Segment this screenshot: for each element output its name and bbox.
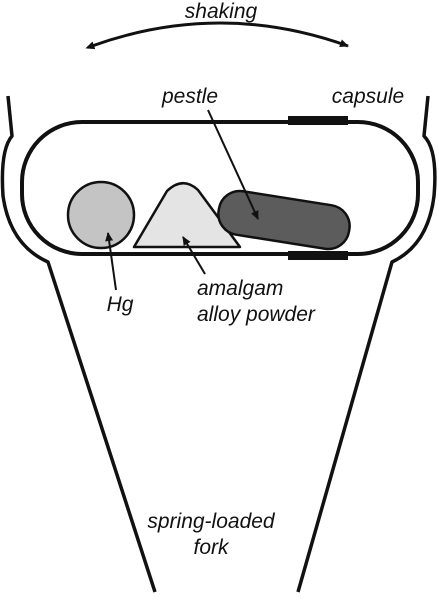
hg-label: Hg — [107, 293, 134, 316]
amalgam-label-line1: amalgam — [197, 277, 283, 300]
fork-label-line1: spring-loaded — [147, 510, 276, 533]
pestle-pointer — [207, 109, 259, 220]
fork-right-arm — [296, 95, 437, 593]
alloy-powder-pile — [132, 182, 242, 249]
hg-pointer — [105, 232, 117, 291]
fork-left-arm — [0, 95, 157, 593]
mercury-ball — [66, 180, 136, 250]
fork-label-line2: fork — [193, 536, 230, 559]
capsule-seam-bottom — [288, 251, 348, 260]
shaking-arrow — [85, 21, 349, 50]
amalgam-pointer — [182, 236, 206, 275]
amalgam-label-line2: alloy powder — [197, 303, 316, 326]
capsule-seam-top — [288, 116, 348, 125]
pestle-label: pestle — [161, 85, 218, 108]
capsule-label: capsule — [332, 85, 404, 108]
shaking-label: shaking — [185, 0, 258, 23]
